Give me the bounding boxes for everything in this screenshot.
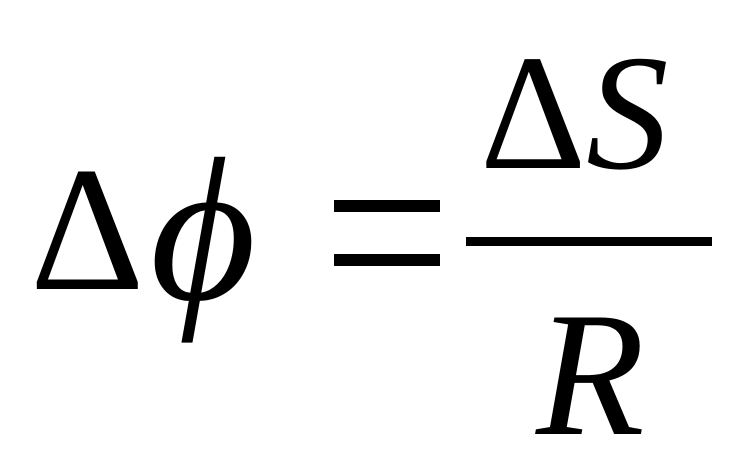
lhs-delta-symbol: Δ [30,130,145,328]
fraction-numerator: ΔS [480,30,669,195]
lhs-phi-symbol: ϕ [150,117,257,344]
equals-sign [334,200,440,266]
fraction-bar [466,237,712,246]
equals-bar-bottom [334,254,440,266]
equals-bar-top [334,200,440,212]
numerator-delta-symbol: Δ [480,21,587,204]
numerator-s-symbol: S [586,21,669,204]
fraction-denominator: R [536,275,645,473]
